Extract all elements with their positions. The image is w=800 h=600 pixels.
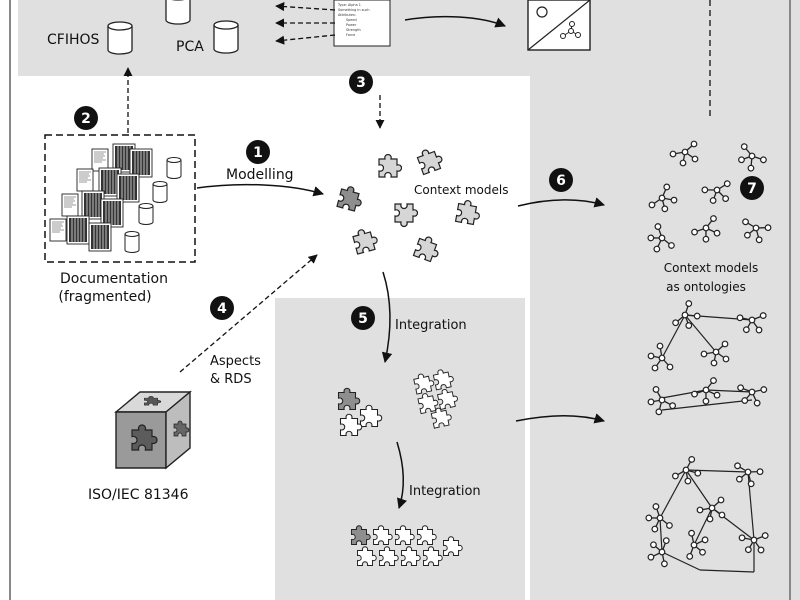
- svg-text:6: 6: [556, 173, 566, 189]
- cfihos-label: CFIHOS: [47, 32, 100, 48]
- context-model-pieces: [336, 145, 483, 264]
- integration-label-2: Integration: [409, 484, 481, 499]
- badge-1: 1: [246, 140, 270, 164]
- model-diagram-icon: [527, 0, 591, 51]
- ontology-network-3: [642, 453, 771, 573]
- pca-label: PCA: [176, 39, 204, 55]
- arrow-integration-to-ontologies: [515, 413, 606, 424]
- documentation-box: [44, 134, 196, 263]
- arrow-integration-1: [381, 271, 393, 364]
- svg-text:1: 1: [253, 145, 263, 161]
- spec-line: Power: [346, 23, 357, 27]
- integration-label-1: Integration: [395, 318, 467, 333]
- badge-7: 7: [740, 176, 764, 200]
- badge-3: 3: [349, 70, 373, 94]
- iso-label: ISO/IEC 81346: [88, 487, 189, 503]
- svg-text:5: 5: [358, 311, 368, 327]
- spec-line: Force: [346, 33, 355, 37]
- badge-6: 6: [549, 168, 573, 192]
- dashed-arrow-aspects: [179, 254, 318, 373]
- arrow-sheet-to-model: [404, 15, 506, 28]
- iso-cube: [114, 390, 192, 470]
- background-regions: [9, 0, 800, 600]
- modelling-label: Modelling: [226, 167, 294, 183]
- ontologies-label: Context models: [664, 261, 758, 275]
- puzzle-piece: [378, 153, 403, 178]
- aspects-sublabel: & RDS: [210, 372, 252, 387]
- svg-text:4: 4: [217, 301, 227, 317]
- arrow-modelling: [196, 183, 325, 197]
- spec-sheet: Type: Alpha 1 Something in such Attribut…: [333, 0, 391, 47]
- spec-line: Strength: [346, 28, 361, 32]
- database-group: CFIHOS PCA: [47, 0, 239, 55]
- arrow-to-ontologies: [517, 197, 606, 208]
- svg-text:3: 3: [356, 75, 366, 91]
- spec-line: Type: Alpha 1: [337, 3, 361, 7]
- puzzle-piece: [412, 233, 443, 264]
- documentation-label: Documentation: [60, 271, 168, 287]
- arrow-integration-2: [396, 441, 407, 509]
- puzzle-piece: [351, 225, 380, 255]
- context-models-label: Context models: [414, 183, 508, 197]
- spec-line: Speed: [346, 18, 357, 22]
- pca-database-icon: [213, 20, 239, 54]
- aspects-label: Aspects: [210, 354, 261, 369]
- spec-line: Attributes:: [338, 13, 356, 17]
- ontology-network-1: [647, 298, 769, 372]
- database-icon: [165, 0, 191, 25]
- ontologies-sublabel: as ontologies: [666, 280, 746, 294]
- badge-5: 5: [351, 306, 375, 330]
- badge-4: 4: [210, 296, 234, 320]
- badge-2: 2: [74, 106, 98, 130]
- puzzle-piece: [336, 184, 366, 213]
- dashed-arrows-to-databases: [275, 2, 336, 45]
- puzzle-piece: [394, 203, 419, 228]
- documentation-sublabel: (fragmented): [58, 289, 151, 305]
- top-right-region: [18, 0, 800, 600]
- cfihos-database-icon: [107, 21, 133, 55]
- ontology-network-2: [643, 374, 770, 418]
- spec-line: Something in such: [338, 8, 370, 12]
- puzzle-piece: [415, 145, 446, 176]
- integration-region: [275, 298, 525, 600]
- svg-text:2: 2: [81, 111, 91, 127]
- puzzle-piece: [454, 198, 483, 226]
- svg-text:7: 7: [747, 181, 757, 197]
